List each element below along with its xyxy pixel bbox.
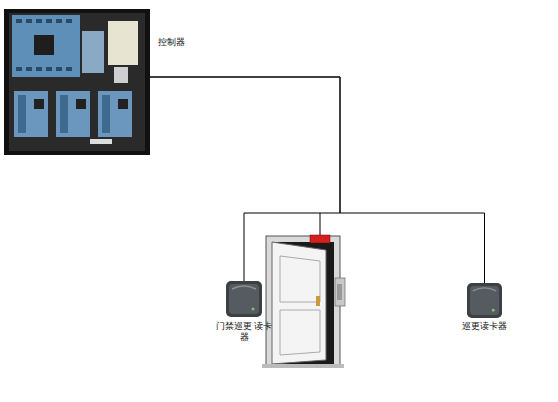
- card-reader: [226, 281, 262, 317]
- node-label: 巡更读卡器: [447, 321, 522, 332]
- node-label: 控制器: [158, 37, 218, 48]
- card-reader: [467, 283, 502, 318]
- door-illustration: [262, 213, 345, 368]
- reader-box: 巡更读卡器: [467, 283, 502, 318]
- controller-box: 控制器: [4, 9, 150, 155]
- node-label: 门禁巡更 读卡器: [212, 321, 276, 343]
- reader-box: 门禁巡更 读卡器: [226, 281, 262, 317]
- controller-photo: [4, 9, 150, 155]
- wire-connector: [150, 77, 485, 283]
- wire-connector: [150, 77, 340, 281]
